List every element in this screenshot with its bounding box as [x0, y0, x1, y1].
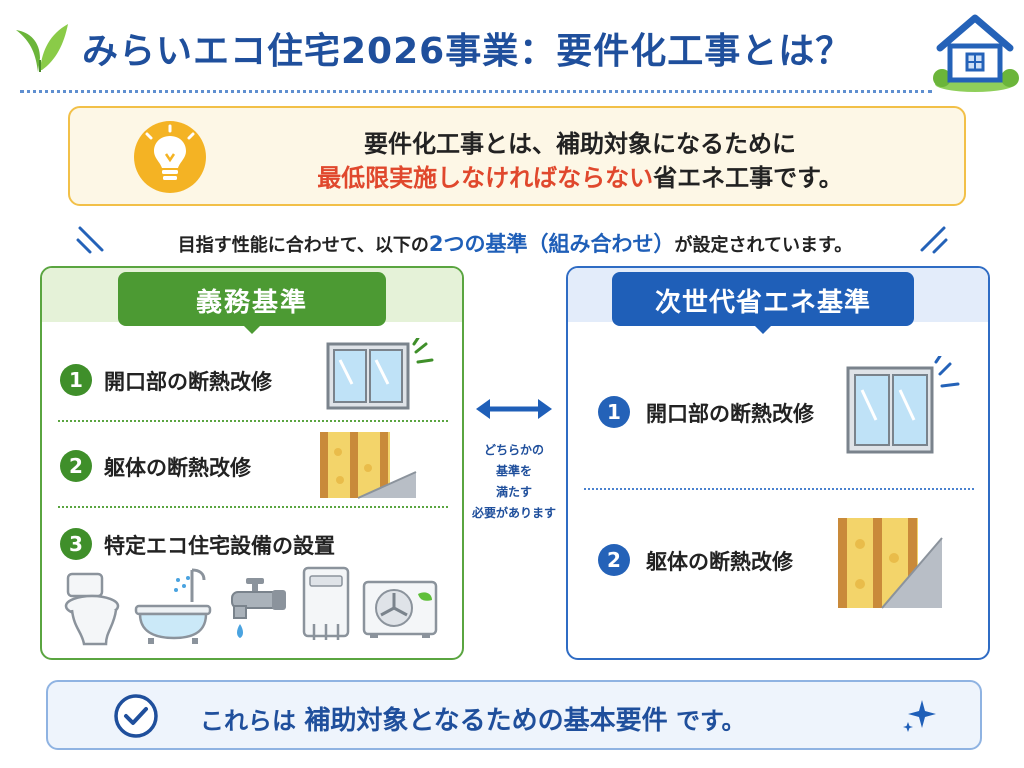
house-icon [933, 14, 1019, 92]
definition-rest: 省エネ工事です。 [653, 164, 843, 192]
faucet-icon [231, 578, 286, 638]
wall-insulation-icon [320, 432, 417, 499]
item-label: 躯体の断熱改修 [104, 456, 251, 480]
summary-before: これらは [200, 707, 296, 735]
sparkle-icon [903, 700, 936, 732]
accent-lines-icon [920, 226, 948, 254]
definition-highlight: 最低限実施しなければならない [317, 164, 654, 192]
item-number: 2 [60, 450, 92, 482]
item-number: 2 [598, 544, 630, 576]
panel-title-notch [751, 322, 775, 334]
panel-title-notch [240, 322, 264, 334]
note-line: 必要があります [471, 506, 556, 520]
mandatory-standard-title: 義務基準 [195, 288, 308, 318]
double-arrow-icon [476, 399, 552, 419]
water-heater-icon [302, 566, 350, 640]
definition-line-1: 要件化工事とは、補助対象になるために [364, 130, 796, 158]
note-line: どちらかの [483, 443, 544, 457]
bathtub-icon [134, 568, 212, 644]
leaf-icon [16, 24, 68, 72]
summary-box [46, 680, 982, 750]
wall-insulation-icon [838, 518, 943, 609]
note-line: 満たす [495, 485, 532, 499]
window-icon [326, 338, 434, 410]
definition-box [68, 106, 966, 206]
page-title: みらいエコ住宅2026事業：要件化工事とは？ [82, 31, 853, 72]
item-number: 1 [598, 396, 630, 428]
either-standard-note: どちらかの 基準を 満たす 必要があります [468, 440, 560, 524]
summary-text: これらは 補助対象となるための基本要件 です。 [200, 700, 900, 737]
accent-lines-icon [76, 226, 104, 254]
check-circle-icon [114, 694, 158, 738]
item-label: 躯体の断熱改修 [646, 550, 793, 574]
item-label: 開口部の断熱改修 [104, 370, 272, 394]
note-line: 基準を [495, 464, 532, 478]
panel-title-tab [612, 272, 914, 326]
air-conditioner-icon [362, 580, 438, 638]
item-divider [58, 506, 448, 508]
window-icon [846, 356, 960, 454]
item-divider [584, 488, 974, 490]
title-divider [20, 90, 932, 93]
item-label: 特定エコ住宅設備の設置 [104, 534, 335, 558]
summary-highlight: 補助対象となるための基本要件 [304, 706, 668, 736]
subline-before: 目指す性能に合わせて、以下の [177, 235, 429, 256]
item-label: 開口部の断熱改修 [646, 402, 814, 426]
item-divider [58, 420, 448, 422]
definition-line-2: 最低限実施しなければならない省エネ工事です。 [210, 158, 950, 193]
panel-title-tab [118, 272, 386, 326]
next-gen-standard-title: 次世代省エネ基準 [654, 288, 871, 318]
criteria-subline: 目指す性能に合わせて、以下の2つの基準（組み合わせ）が設定されています。 [120, 228, 910, 258]
summary-after: です。 [675, 707, 746, 735]
item-number: 1 [60, 364, 92, 396]
subline-after: が設定されています。 [674, 235, 853, 256]
lightbulb-icon [134, 121, 206, 193]
toilet-icon [64, 572, 120, 646]
item-number: 3 [60, 528, 92, 560]
subline-highlight: 2つの基準（組み合わせ） [428, 232, 675, 256]
